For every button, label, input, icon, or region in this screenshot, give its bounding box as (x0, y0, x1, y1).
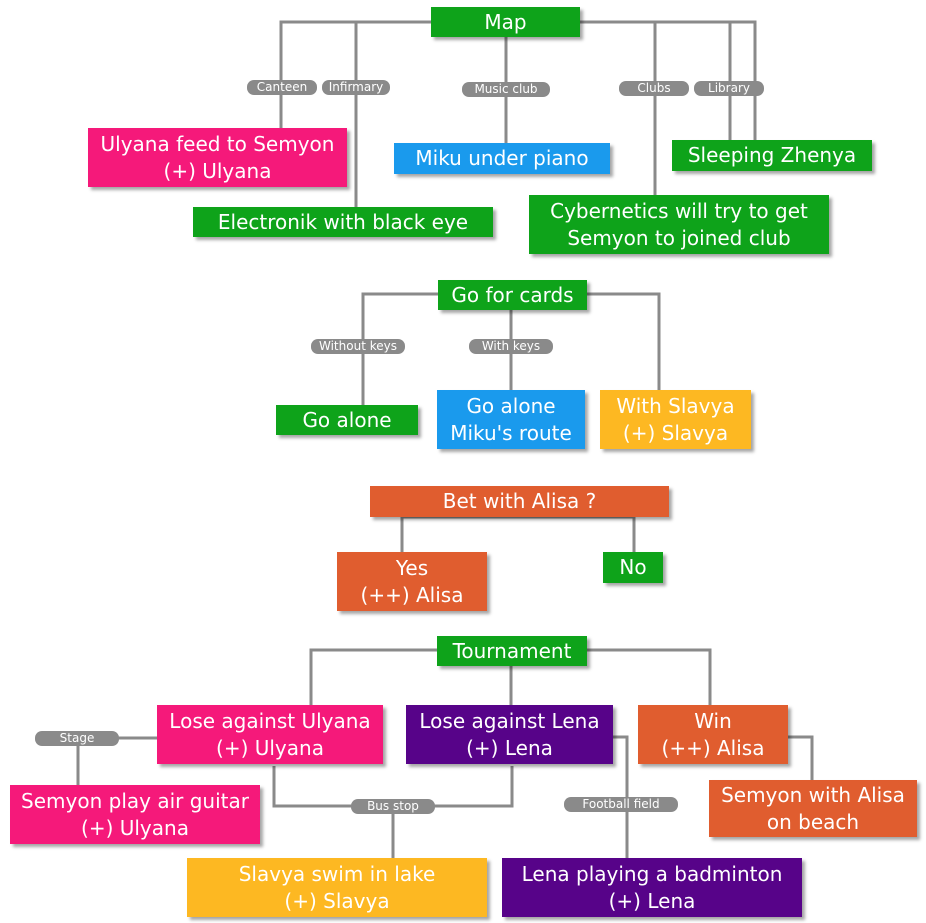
node-text-line: Cybernetics will try to get (550, 198, 808, 223)
node-bet-no: No (603, 552, 663, 583)
label-bus-stop: Bus stop (351, 799, 435, 814)
node-text-line: (+) Slavya (284, 888, 390, 913)
node-text-line: (+) Ulyana (81, 815, 189, 840)
node-text-line: Ulyana feed to Semyon (100, 131, 335, 156)
label-clubs: Clubs (619, 81, 689, 96)
node-text-line: (+) Lena (608, 888, 696, 913)
node-text-line: Lose against Lena (419, 708, 600, 733)
node-lena-badminton: Lena playing a badminton (+) Lena (502, 858, 802, 917)
label-canteen: Canteen (247, 80, 317, 95)
node-text-line: Go alone (466, 393, 556, 418)
cards-node: Go for cards (438, 280, 587, 310)
node-text-line: No (619, 555, 647, 579)
node-text-line: (+) Ulyana (163, 158, 272, 183)
node-text-line: Lena playing a badminton (521, 861, 783, 886)
node-win: Win (++) Alisa (638, 705, 788, 764)
node-text-line: (++) Alisa (661, 735, 765, 760)
label-without-keys: Without keys (311, 339, 405, 354)
node-text-line: Miku under piano (415, 146, 589, 170)
node-alisa-beach: Semyon with Alisa on beach (709, 780, 917, 837)
label-football-field: Football field (564, 797, 678, 812)
node-text-line: Semyon to joined club (567, 225, 791, 250)
node-miku-piano: Miku under piano (394, 143, 610, 174)
node-text-line: (+) Slavya (622, 420, 729, 445)
label-library: Library (694, 81, 764, 96)
map-node: Map (431, 7, 580, 37)
node-text-line: on beach (766, 809, 860, 834)
node-with-slavya: With Slavya (+) Slavya (600, 390, 751, 449)
node-miku-route: Go alone Miku's route (437, 390, 585, 449)
label-with-keys: With keys (469, 339, 553, 354)
node-text-line: Go alone (302, 407, 392, 432)
node-text-line: Slavya swim in lake (238, 861, 436, 886)
node-text-line: Win (694, 708, 732, 733)
node-text-line: (++) Alisa (360, 582, 464, 607)
label-stage: Stage (35, 731, 119, 746)
cards-node-label: Go for cards (451, 282, 574, 307)
node-text-line: Electronik with black eye (217, 209, 469, 234)
bet-node-label: Bet with Alisa ? (442, 489, 597, 513)
node-text-line: Sleeping Zhenya (687, 143, 857, 167)
node-bet-yes: Yes (++) Alisa (337, 552, 487, 611)
node-ulyana-feed: Ulyana feed to Semyon (+) Ulyana (88, 128, 347, 187)
node-text-line: (+) Ulyana (216, 735, 324, 760)
node-lose-ulyana: Lose against Ulyana (+) Ulyana (157, 705, 383, 764)
node-text-line: (+) Lena (466, 735, 553, 760)
bet-node: Bet with Alisa ? (370, 486, 669, 517)
tournament-node: Tournament (437, 636, 587, 666)
node-slavya-swim: Slavya swim in lake (+) Slavya (187, 858, 487, 917)
tournament-node-label: Tournament (452, 638, 572, 663)
node-text-line: Miku's route (450, 420, 572, 445)
node-electronik: Electronik with black eye (193, 207, 493, 237)
node-sleeping-zhenya: Sleeping Zhenya (672, 140, 872, 171)
node-text-line: Yes (395, 555, 429, 580)
node-text-line: With Slavya (616, 393, 735, 418)
map-node-label: Map (484, 9, 527, 34)
label-music-club: Music club (462, 82, 550, 97)
node-text-line: Semyon with Alisa (721, 782, 905, 807)
node-text-line: Semyon play air guitar (21, 788, 249, 813)
node-air-guitar: Semyon play air guitar (+) Ulyana (10, 785, 260, 844)
node-text-line: Lose against Ulyana (169, 708, 371, 733)
node-cybernetics: Cybernetics will try to get Semyon to jo… (529, 195, 829, 254)
node-go-alone: Go alone (276, 405, 418, 435)
label-infirmary: Infirmary (322, 80, 390, 95)
node-lose-lena: Lose against Lena (+) Lena (406, 705, 613, 764)
